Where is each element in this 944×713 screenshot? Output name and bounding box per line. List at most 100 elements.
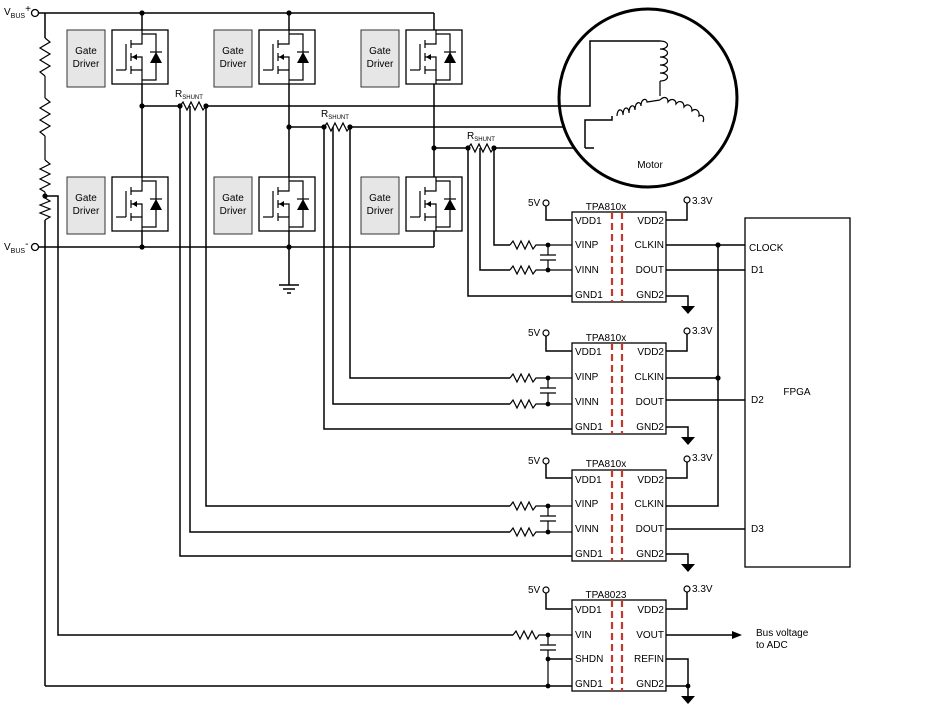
shunt-resistor-1: RSHUNT	[139, 89, 560, 112]
svg-text:3.3V: 3.3V	[692, 196, 713, 207]
svg-text:VINN: VINN	[575, 265, 599, 276]
svg-text:to ADC: to ADC	[756, 640, 788, 651]
svg-text:FPGA: FPGA	[783, 387, 811, 398]
svg-text:Gate: Gate	[75, 46, 97, 57]
svg-text:CLKIN: CLKIN	[635, 240, 664, 251]
svg-text:VDD1: VDD1	[575, 475, 602, 486]
svg-text:SHDN: SHDN	[575, 654, 603, 665]
motor: Motor	[557, 7, 739, 189]
gate-driver-1: Gate Driver	[66, 29, 106, 88]
svg-text:VBUS-: VBUS-	[4, 239, 28, 255]
svg-text:VINP: VINP	[575, 499, 599, 510]
bus-voltage-sensor: TPA8023 VDD1 VIN SHDN GND1 VDD2 VOUT REF…	[512, 584, 809, 704]
svg-text:Bus voltage: Bus voltage	[756, 628, 809, 639]
svg-text:GND1: GND1	[575, 549, 603, 560]
svg-text:Driver: Driver	[73, 59, 100, 70]
digital-lines	[666, 242, 745, 530]
svg-text:DOUT: DOUT	[636, 397, 664, 408]
mosfet-low-1	[111, 176, 169, 232]
svg-text:VINN: VINN	[575, 524, 599, 535]
svg-text:VDD2: VDD2	[637, 475, 664, 486]
svg-text:VINN: VINN	[575, 397, 599, 408]
svg-text:Driver: Driver	[367, 206, 394, 217]
mosfet-low-3	[405, 176, 463, 232]
svg-text:3.3V: 3.3V	[692, 326, 713, 337]
svg-text:VDD2: VDD2	[637, 347, 664, 358]
svg-text:5V: 5V	[528, 198, 541, 209]
svg-text:GND2: GND2	[636, 549, 664, 560]
svg-text:Driver: Driver	[73, 206, 100, 217]
svg-text:TPA810x: TPA810x	[586, 333, 626, 344]
svg-text:Driver: Driver	[220, 59, 247, 70]
amplifier-3: TPA810x VDD1 VINP VINN GND1 VDD2 CLKIN D…	[509, 453, 713, 572]
amplifier-2: TPA810x VDD1 VINP VINN GND1 VDD2 CLKIN D…	[509, 326, 713, 445]
vbus-plus-label: VBUS+	[4, 4, 31, 20]
fpga: FPGA CLOCK D1 D2 D3	[744, 217, 851, 568]
gate-driver-3: Gate Driver	[360, 29, 400, 88]
svg-text:5V: 5V	[528, 328, 541, 339]
svg-text:VOUT: VOUT	[636, 630, 664, 641]
svg-text:3.3V: 3.3V	[692, 453, 713, 464]
gate-driver-4: Gate Driver	[66, 176, 106, 235]
svg-text:Driver: Driver	[367, 59, 394, 70]
svg-text:DOUT: DOUT	[636, 265, 664, 276]
svg-text:Driver: Driver	[220, 206, 247, 217]
svg-text:Gate: Gate	[222, 193, 244, 204]
motor-label: Motor	[637, 160, 663, 171]
svg-text:VDD2: VDD2	[637, 605, 664, 616]
svg-text:VIN: VIN	[575, 630, 592, 641]
svg-text:GND1: GND1	[575, 290, 603, 301]
vbus-minus-label: VBUS-	[4, 239, 28, 255]
amplifier-1: TPA810x VDD1 VINP VINN GND1 VDD2 CLKIN D…	[509, 196, 713, 314]
gate-driver-5: Gate Driver	[213, 176, 253, 235]
svg-text:CLOCK: CLOCK	[749, 243, 784, 254]
svg-text:RSHUNT: RSHUNT	[175, 89, 203, 101]
svg-text:CLKIN: CLKIN	[635, 372, 664, 383]
svg-text:VINP: VINP	[575, 372, 599, 383]
shunt-resistor-3: RSHUNT	[431, 131, 585, 154]
voltage-divider	[38, 37, 513, 686]
svg-text:TPA810x: TPA810x	[586, 459, 626, 470]
svg-text:5V: 5V	[528, 585, 541, 596]
svg-text:VBUS+: VBUS+	[4, 4, 31, 20]
svg-text:DOUT: DOUT	[636, 524, 664, 535]
mosfet-low-2	[258, 176, 316, 232]
svg-text:TPA810x: TPA810x	[586, 202, 626, 213]
vbus-minus-terminal	[30, 242, 40, 252]
mosfet-high-3	[405, 29, 463, 85]
svg-text:Gate: Gate	[369, 46, 391, 57]
bridge-legs	[139, 10, 435, 285]
svg-text:Gate: Gate	[369, 193, 391, 204]
svg-text:VDD1: VDD1	[575, 347, 602, 358]
svg-text:D2: D2	[751, 395, 764, 406]
svg-text:D3: D3	[751, 524, 764, 535]
svg-text:GND1: GND1	[575, 422, 603, 433]
svg-text:5V: 5V	[528, 456, 541, 467]
svg-text:REFIN: REFIN	[634, 654, 664, 665]
power-rails	[39, 12, 434, 248]
vbus-plus-terminal	[30, 8, 40, 18]
gate-driver-6: Gate Driver	[360, 176, 400, 235]
ground-symbol	[278, 284, 300, 294]
svg-text:GND2: GND2	[636, 679, 664, 690]
svg-text:RSHUNT: RSHUNT	[321, 109, 349, 121]
svg-text:RSHUNT: RSHUNT	[467, 131, 495, 143]
gate-driver-2: Gate Driver	[213, 29, 253, 88]
svg-text:VDD2: VDD2	[637, 216, 664, 227]
mosfet-high-1	[111, 29, 169, 85]
svg-text:GND2: GND2	[636, 290, 664, 301]
svg-text:GND2: GND2	[636, 422, 664, 433]
svg-text:Gate: Gate	[222, 46, 244, 57]
mosfet-high-2	[258, 29, 316, 85]
svg-text:3.3V: 3.3V	[692, 584, 713, 595]
svg-text:TPA8023: TPA8023	[586, 590, 627, 601]
svg-text:D1: D1	[751, 265, 764, 276]
svg-text:VINP: VINP	[575, 240, 599, 251]
svg-text:VDD1: VDD1	[575, 216, 602, 227]
svg-text:GND1: GND1	[575, 679, 603, 690]
svg-text:CLKIN: CLKIN	[635, 499, 664, 510]
svg-text:VDD1: VDD1	[575, 605, 602, 616]
sense-lines	[45, 106, 572, 687]
svg-text:Gate: Gate	[75, 193, 97, 204]
